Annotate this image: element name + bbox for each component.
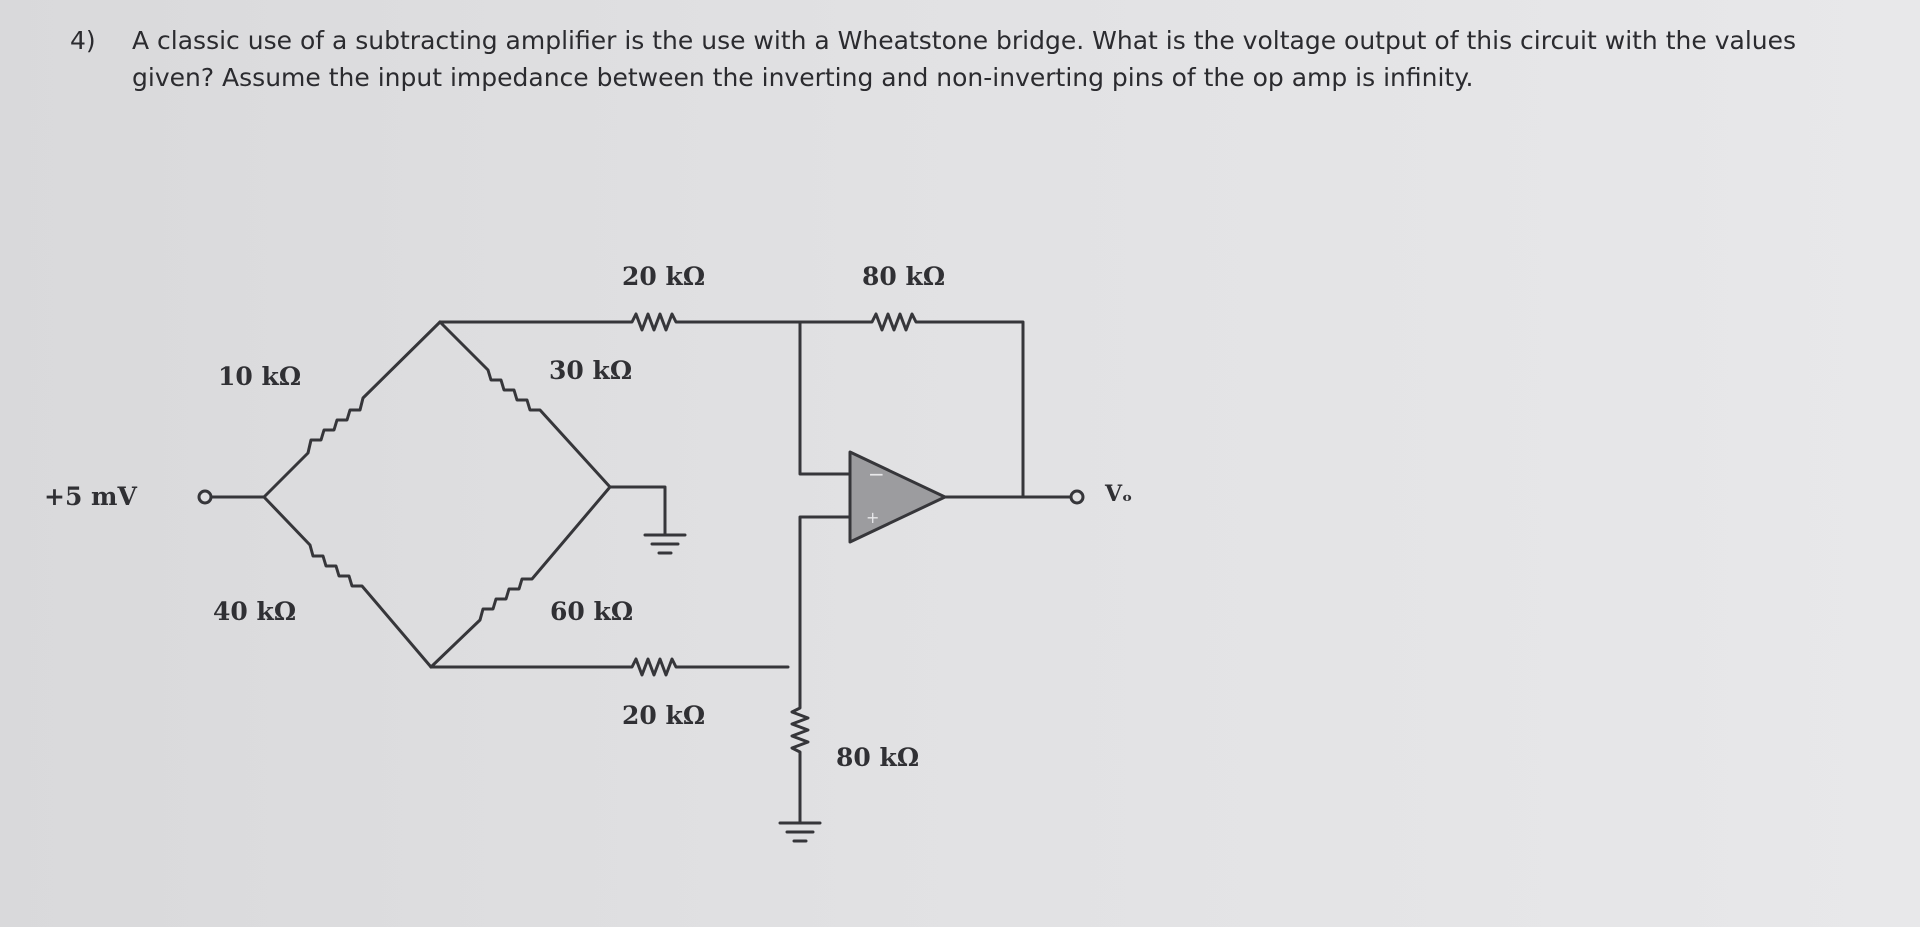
label-r-top-left: 10 kΩ: [218, 362, 302, 391]
label-r-input-top: 20 kΩ: [622, 262, 706, 291]
bridge-arm-bottom-right: [429, 485, 612, 669]
label-r-ground: 80 kΩ: [836, 743, 920, 772]
resistor-feedback: [798, 312, 1025, 499]
label-r-bottom-right: 60 kΩ: [550, 597, 634, 626]
source-label: +5 mV: [44, 482, 137, 511]
bridge-arm-top-left: [262, 320, 442, 499]
output-label: Vₒ: [1105, 481, 1133, 507]
noninverting-lead: [798, 515, 852, 669]
bridge-arm-bottom-left: [262, 495, 433, 669]
resistor-input-top: [438, 312, 802, 332]
bridge-arm-top-right: [438, 320, 612, 489]
resistor-input-bottom: [429, 657, 790, 677]
output-terminal: [1069, 489, 1085, 505]
question-text: A classic use of a subtracting amplifier…: [132, 26, 1797, 92]
label-r-bottom-left: 40 kΩ: [213, 597, 297, 626]
resistor-ground: [790, 665, 810, 825]
opamp-symbol: [848, 450, 947, 544]
opamp-inverting-sign: −: [868, 462, 885, 486]
question-block: 4) A classic use of a subtracting amplif…: [70, 22, 1850, 96]
ground-symbol-bridge: [643, 533, 687, 555]
question-number: 4): [70, 26, 96, 55]
input-terminal: [197, 489, 213, 505]
label-r-feedback: 80 kΩ: [862, 262, 946, 291]
ground-symbol-output: [778, 821, 822, 843]
label-r-top-right: 30 kΩ: [549, 356, 633, 385]
opamp-noninverting-sign: +: [866, 508, 879, 527]
inverting-lead: [798, 320, 852, 476]
ground-lead-bridge: [608, 485, 667, 537]
label-r-input-bottom: 20 kΩ: [622, 701, 706, 730]
